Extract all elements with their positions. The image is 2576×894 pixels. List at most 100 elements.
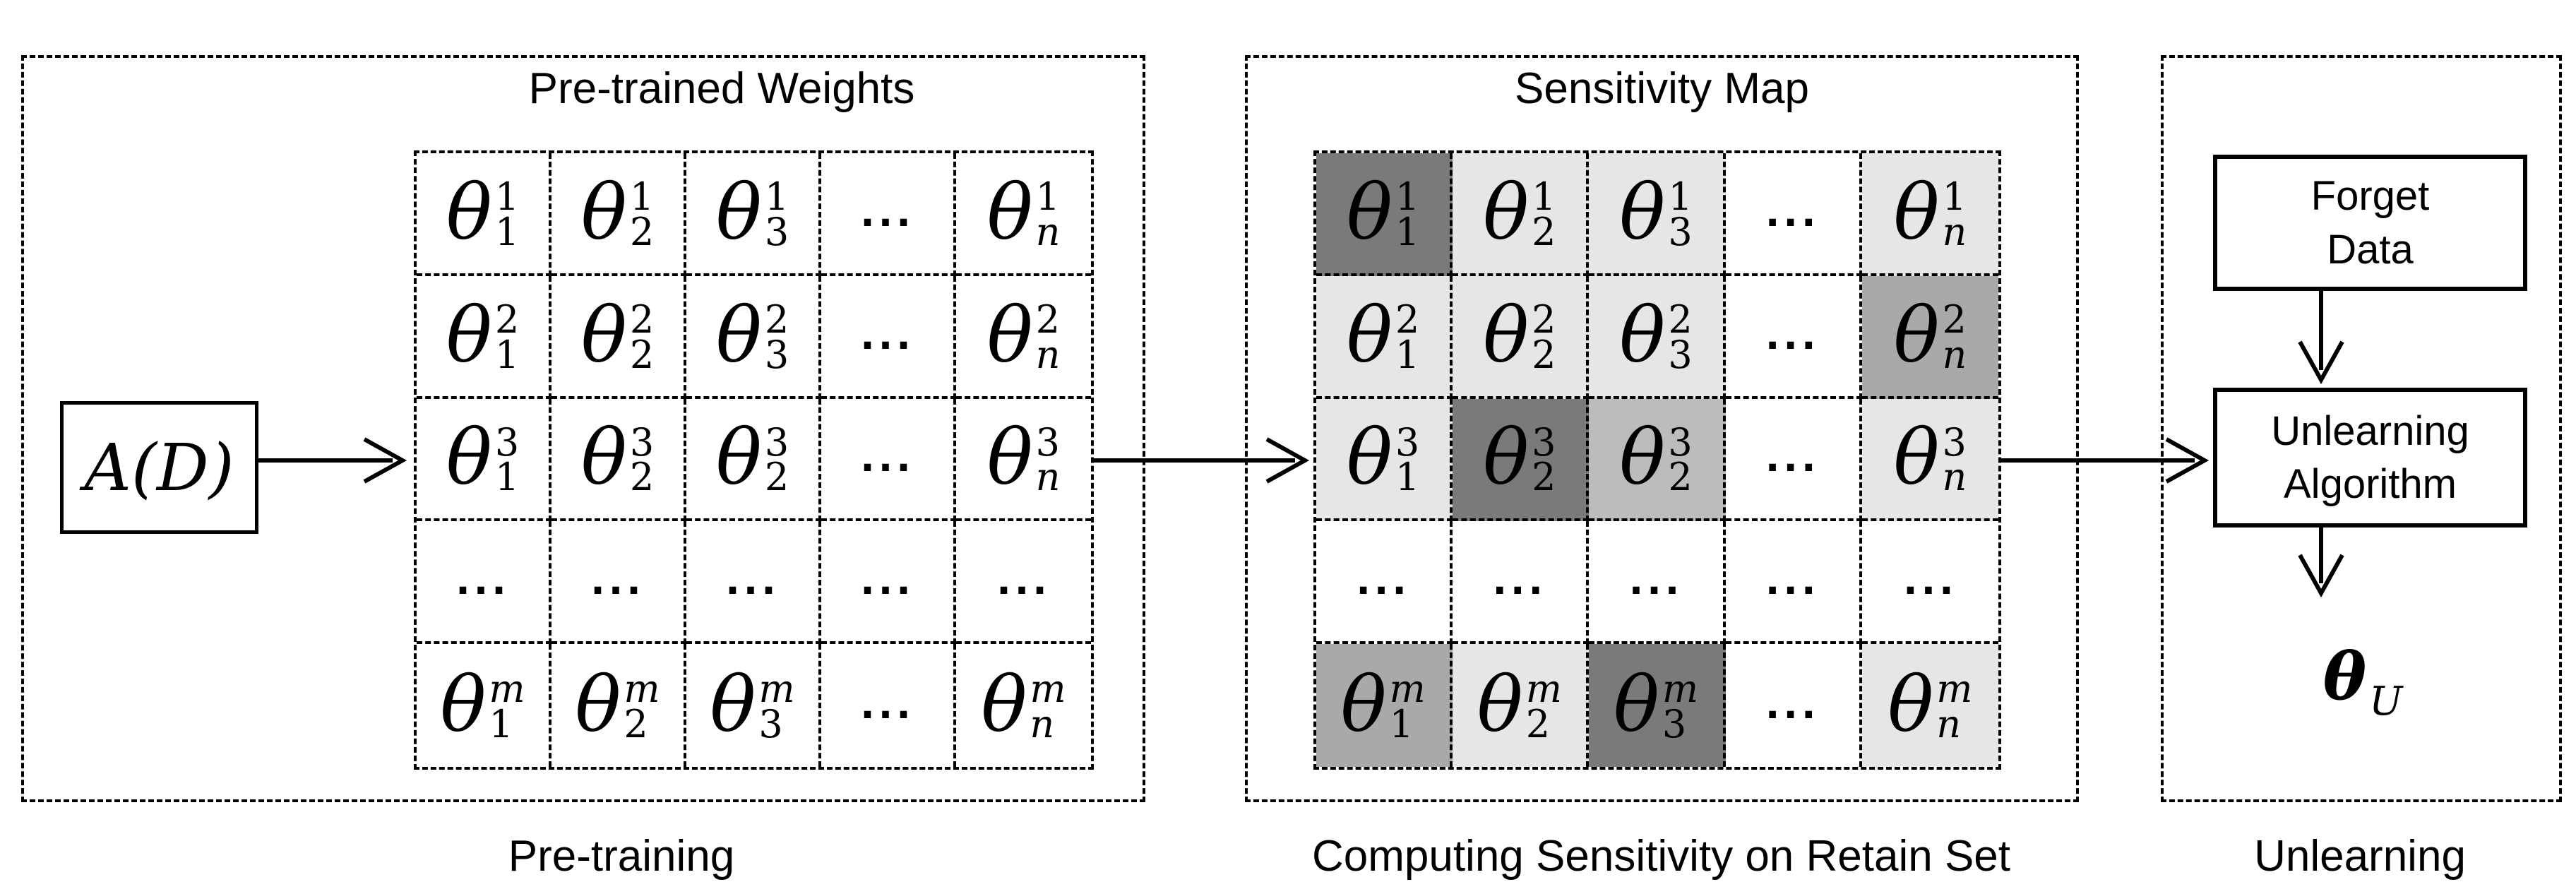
theta-superscript: 3 [1532,419,1556,465]
theta-subscript: n [1942,455,1967,500]
theta-symbol: θ [446,168,492,257]
ellipsis-text: ... [1903,559,1957,604]
ellipsis-cell: ... [417,521,551,645]
unlearning-caption: Unlearning [2254,832,2466,881]
theta-superscript: 1 [1668,174,1693,220]
theta-superscript: 3 [1942,419,1967,465]
theta-symbol: θ [1893,291,1940,380]
theta-superscript: m [489,667,525,712]
theta-subscript: 1 [1395,209,1420,254]
ellipsis-text: ... [1765,313,1820,358]
theta-subscript: 2 [624,702,648,747]
theta-subscript: 2 [764,455,789,500]
theta-subscript: 1 [1395,455,1420,500]
theta-subscript: 1 [489,702,513,747]
ellipsis-text: ... [1765,683,1820,728]
ellipsis-cell: ... [1725,521,1862,645]
ellipsis-cell: ... [1589,521,1726,645]
theta-symbol: θ [1483,291,1530,380]
theta-symbol: θ [710,661,756,750]
theta-symbol: θ [1619,168,1666,257]
theta-symbol: θ [986,414,1033,503]
theta-symbol: θ [1888,661,1934,750]
ellipsis-cell: ... [551,521,686,645]
theta-subscript: n [1936,702,1962,747]
theta-superscript: 1 [1532,174,1556,220]
theta-superscript: 3 [629,419,655,465]
theta-subscript: 3 [1662,702,1687,747]
theta-superscript: 2 [1035,297,1060,342]
theta-superscript: 1 [494,174,520,220]
ellipsis-text: ... [1765,559,1820,604]
ellipsis-cell: ... [821,275,956,399]
theta-subscript: n [1035,332,1061,377]
theta-subscript: 3 [764,209,789,254]
theta-subscript: 2 [629,332,655,377]
theta-superscript: m [1662,667,1699,712]
theta-superscript: 1 [1942,174,1967,220]
theta-superscript: 2 [1532,297,1556,342]
theta-symbol: θ [715,291,762,380]
theta-subscript: 1 [1395,332,1420,377]
theta-subscript: 2 [629,455,655,500]
ellipsis-text: ... [860,190,914,235]
theta-symbol: θ [715,414,762,503]
theta-superscript: 2 [1395,297,1420,342]
theta-symbol: θ [2322,638,2367,715]
unlearned-weights-symbol: θU [2164,638,2559,725]
ellipsis-text: ... [860,313,914,358]
theta-symbol: θ [1346,414,1393,503]
ellipsis-cell: ... [956,521,1091,645]
theta-superscript: 3 [764,419,789,465]
theta-subscript: 3 [758,702,783,747]
theta-symbol: θ [1477,661,1523,750]
theta-subscript: 2 [1532,332,1556,377]
ellipsis-cell: ... [1725,644,1862,767]
theta-symbol: θ [1483,168,1530,257]
ellipsis-text: ... [996,559,1051,604]
theta-symbol: θ [981,661,1027,750]
theta-subscript: 1 [1389,702,1414,747]
ellipsis-text: ... [1765,436,1820,481]
theta-superscript: m [1936,667,1973,712]
theta-symbol: θ [580,414,627,503]
ellipsis-cell: ... [821,153,956,276]
theta-superscript: 3 [494,419,520,465]
theta-superscript: m [1389,667,1426,712]
theta-superscript: 3 [1035,419,1060,465]
theta-subscript: 3 [1668,209,1693,254]
